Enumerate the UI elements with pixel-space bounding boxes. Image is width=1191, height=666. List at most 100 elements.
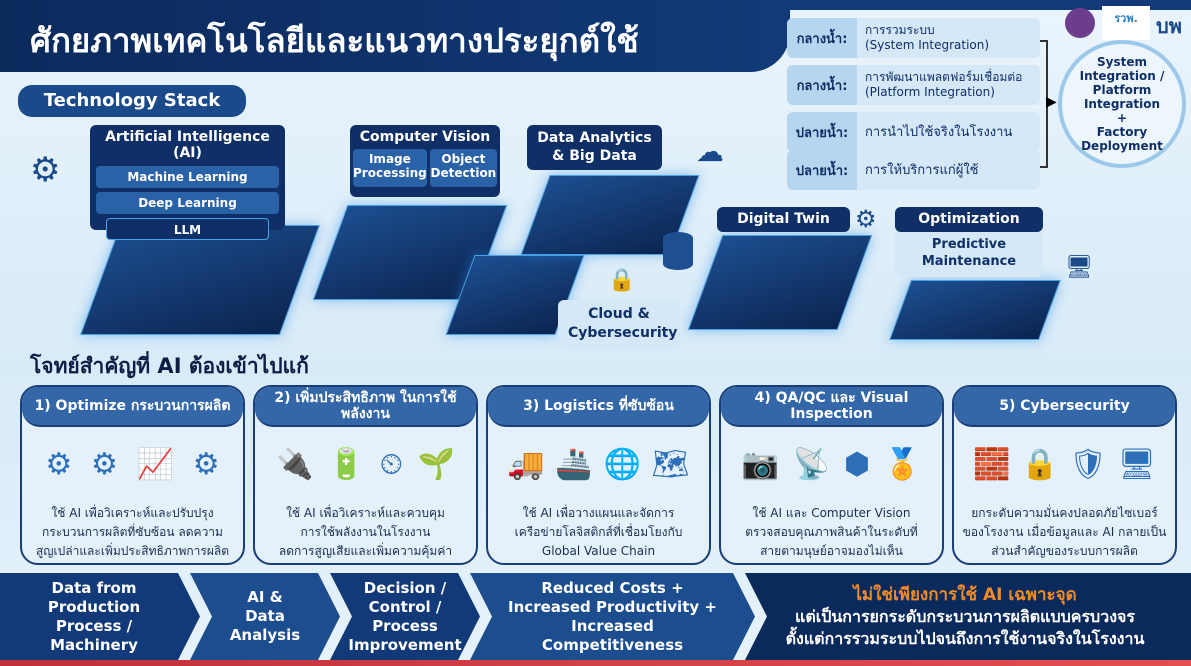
- card-desc-line: ลดการสูญเสียและเพิ่มความคุ้มค่า: [278, 544, 453, 558]
- card-desc-line: ใช้ AI เพื่อวางแผนและจัดการ: [522, 506, 675, 520]
- card-icon: 🔋: [327, 447, 366, 482]
- card-icon: ⏲: [379, 447, 404, 482]
- card-header: 5) Cybersecurity: [954, 387, 1175, 427]
- card-desc-line: กระบวนการผลิตที่ซับซ้อน ลดความ: [42, 525, 223, 539]
- head-ai-icon: ⚙: [30, 150, 61, 190]
- ai-platform: [79, 225, 321, 335]
- challenge-card: 4) QA/QC และ Visual Inspection 📷📡⬢🏅 ใช้ …: [719, 385, 944, 565]
- dl-item: Deep Learning: [96, 192, 279, 214]
- chain-row-value: การให้บริการแก่ผู้ใช้: [865, 162, 979, 178]
- cloud-icon: ☁: [696, 135, 724, 168]
- challenge-card: 2) เพิ่มประสิทธิภาพ ในการใช้พลังงาน 🔌 🔋 ⏲ 🌱…: [253, 385, 478, 565]
- card-icon: ⚙: [90, 447, 118, 482]
- card-header: 4) QA/QC และ Visual Inspection: [721, 387, 942, 427]
- card-icon: 🔒: [1021, 447, 1059, 482]
- card-desc-line: เครือข่ายโลจิสติกส์ที่เชื่อมโยงกับ: [514, 525, 683, 539]
- circle-line: Integration: [1083, 97, 1161, 111]
- conclusion-line: ตั้งแต่การรวมระบบไปจนถึงการใช้งานจริงในโ…: [785, 628, 1145, 648]
- card-icon: 🌱: [417, 447, 455, 482]
- card-icon: ⚙: [192, 447, 220, 482]
- database-icon: [663, 232, 693, 270]
- llm-item: LLM: [106, 218, 269, 240]
- cloud-cybersecurity-box: Cloud & Cybersecurity: [558, 300, 680, 350]
- technology-stack-label: Technology Stack: [18, 85, 246, 117]
- chain-row-key: ปลายน้ำ:: [787, 112, 857, 152]
- chain-row-value: การรวมระบบ: [865, 23, 935, 37]
- flow-step-data: Data from Production Process / Machinery: [0, 573, 200, 660]
- lock-icon: 🔒: [608, 268, 636, 293]
- arrow-right-icon: ▶: [1046, 94, 1057, 110]
- digital-twin-box: Digital Twin: [717, 207, 850, 232]
- gear-icon: ⚙: [855, 205, 877, 233]
- card-icon: 🌐: [603, 447, 641, 482]
- circle-line: Deployment: [1081, 139, 1163, 153]
- circle-line: System: [1097, 55, 1147, 69]
- circle-line: Integration /: [1079, 69, 1165, 83]
- card-desc-line: ยกระดับความมั่นคงปลอดภัยไซเบอร์: [971, 506, 1158, 520]
- pmub-logo: บพ: [1156, 14, 1182, 38]
- conclusion-banner: ไม่ใช่เพียงการใช้ AI เฉพาะจุด แต่เป็นการ…: [745, 573, 1191, 660]
- chain-row: กลางน้ำ:การพัฒนาแพลตฟอร์มเชื่อมต่อ(Platf…: [787, 65, 1040, 105]
- card-icon: 🔌: [276, 447, 314, 482]
- section-title: โจทย์สำคัญที่ AI ต้องเข้าไปแก้: [30, 354, 309, 378]
- conclusion-highlight: ไม่ใช่เพียงการใช้ AI เฉพาะจุด: [853, 584, 1077, 605]
- chain-row-key: ปลายน้ำ:: [787, 150, 857, 190]
- opt-platform: [889, 280, 1061, 340]
- flow-step-outcome: Reduced Costs + Increased Productivity +…: [470, 573, 755, 660]
- card-icon: 🗺: [651, 447, 690, 482]
- card-desc-line: การใช้พลังงานในโรงงาน: [300, 525, 431, 539]
- chain-row: ปลายน้ำ: การให้บริการแก่ผู้ใช้: [787, 150, 1040, 190]
- predictive-maintenance-box: Predictive Maintenance: [895, 232, 1043, 277]
- optimization-box: Optimization: [895, 207, 1043, 232]
- card-icon: 📷: [741, 447, 780, 482]
- card-icon: 🚚: [507, 447, 545, 482]
- chain-row: ปลายน้ำ: การนำไปใช้จริงในโรงงาน: [787, 112, 1040, 152]
- ai-box: Artificial Intelligence (AI) Machine Lea…: [90, 125, 285, 240]
- card-icon: 🖥: [1117, 447, 1156, 482]
- card-desc-line: สูญเปล่าและเพิ่มประสิทธิภาพการผลิต: [35, 544, 230, 558]
- card-icon: ⬢: [843, 447, 871, 482]
- challenge-card: 3) Logistics ที่ซับซ้อน 🚚 🚢 🌐 🗺 ใช้ AI เพื่…: [486, 385, 711, 565]
- card-desc-line: ส่วนสำคัญของระบบการผลิต: [991, 544, 1138, 558]
- card-icon: 🧱: [973, 447, 1011, 482]
- card-desc-line: ใช้ AI เพื่อวิเคราะห์และควบคุม: [286, 506, 445, 520]
- university-seal-logo: [1065, 8, 1095, 38]
- card-icon: 🚢: [555, 447, 593, 482]
- flow-step-ai: AI & Data Analysis: [190, 573, 340, 660]
- card-icon: 📈: [136, 447, 174, 482]
- card-desc-line: ของโรงงาน เมื่อข้อมูลและ AI กลายเป็น: [962, 525, 1167, 539]
- ml-item: Machine Learning: [96, 166, 279, 188]
- flow-step-decision: Decision / Control / Process Improvement: [330, 573, 480, 660]
- chain-row-key: กลางน้ำ:: [787, 18, 857, 58]
- cv-box: Computer Vision Image Processing Object …: [350, 125, 500, 197]
- circle-line: Factory: [1096, 125, 1148, 139]
- chain-row-key: กลางน้ำ:: [787, 65, 857, 105]
- card-desc-line: Global Value Chain: [541, 544, 656, 558]
- card-icon: 📡: [792, 447, 831, 482]
- rwp-logo: รวพ.: [1102, 6, 1150, 40]
- card-icon: 🛡: [1069, 447, 1108, 482]
- circle-line: +: [1116, 111, 1128, 125]
- card-icon: ⚙: [45, 447, 73, 482]
- monitor-icon: 🖥: [1065, 255, 1093, 280]
- ai-title: Artificial Intelligence (AI): [105, 129, 270, 161]
- bracket: [1040, 40, 1048, 168]
- chain-row-value-en: (System Integration): [865, 38, 990, 52]
- card-header: 2) เพิ่มประสิทธิภาพ ในการใช้พลังงาน: [255, 387, 476, 427]
- card-desc-line: ใช้ AI เพื่อวิเคราะห์และปรับปรุง: [51, 506, 214, 520]
- chain-row-value: การพัฒนาแพลตฟอร์มเชื่อมต่อ: [865, 70, 1023, 84]
- page-title: ศักยภาพเทคโนโลยีและแนวทางประยุกต์ใช้: [0, 0, 790, 72]
- twin-platform: [687, 235, 873, 330]
- chain-row-value: การนำไปใช้จริงในโรงงาน: [865, 124, 1013, 140]
- chain-row: กลางน้ำ: การรวมระบบ(System Integration): [787, 18, 1040, 58]
- challenge-card: 1) Optimize กระบวนการผลิต ⚙ ⚙ 📈 ⚙ ใช้ AI เพ…: [20, 385, 245, 565]
- data-analytics-box: Data Analytics & Big Data: [527, 125, 662, 170]
- card-icon: 🏅: [883, 447, 922, 482]
- card-header: 3) Logistics ที่ซับซ้อน: [488, 387, 709, 427]
- card-desc-line: สายตามนุษย์อาจมองไม่เห็น: [760, 544, 903, 558]
- card-header: 1) Optimize กระบวนการผลิต: [22, 387, 243, 427]
- cv-title: Computer Vision: [359, 129, 491, 145]
- circle-line: Platform: [1092, 83, 1152, 97]
- object-detection-item: Object Detection: [429, 149, 497, 187]
